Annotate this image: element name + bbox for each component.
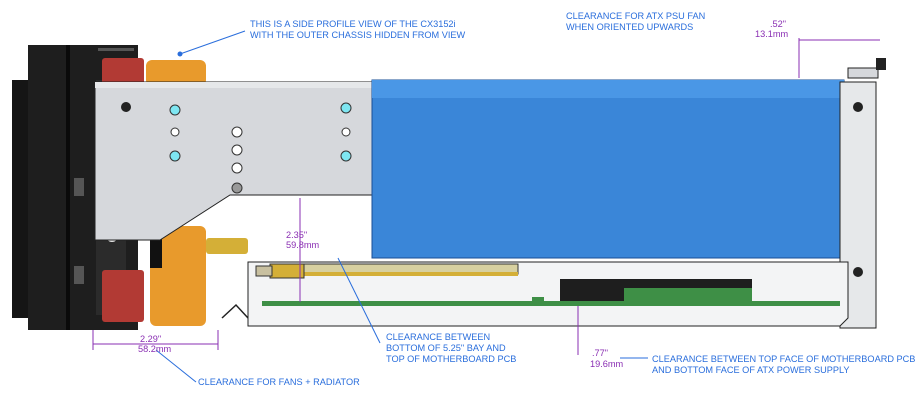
bay-plate-edge: [95, 82, 418, 88]
leader-side-view: [179, 30, 246, 55]
psu-body: [371, 79, 845, 259]
hose-nozzle: [150, 232, 162, 268]
card-latch: [255, 265, 273, 277]
right-bracket-screw-bottom: [853, 267, 863, 277]
tray-outline: [247, 261, 849, 327]
note-psu-fan-1: CLEARANCE FOR ATX PSU FAN: [566, 11, 705, 21]
bay-hole-a4: [231, 182, 243, 194]
annotation-text: THIS IS A SIDE PROFILE VIEW OF THE CX315…: [138, 11, 915, 387]
right-bracket-body: [839, 81, 877, 329]
dim-mb-in: .77": [592, 348, 608, 358]
bay-slot-4: [340, 102, 352, 114]
drive-bay-bracket: [94, 81, 428, 241]
radiator-end-cap-top: [102, 58, 144, 86]
right-chassis-bracket: [839, 58, 886, 329]
psu-highlight: [372, 80, 844, 98]
atx-power-supply: [371, 79, 845, 259]
note-side-view-2: WITH THE OUTER CHASSIS HIDDEN FROM VIEW: [250, 30, 466, 40]
motherboard-pcb: [262, 301, 840, 306]
card-connector: [269, 263, 305, 279]
bay-hole-a3: [231, 162, 243, 174]
bay-plate: [94, 81, 419, 241]
radiator-and-pump: [98, 48, 248, 326]
expansion-card-gold: [304, 272, 518, 276]
note-fans: CLEARANCE FOR FANS + RADIATOR: [198, 377, 360, 387]
bay-slot-3: [169, 150, 181, 162]
atx-connector-green: [624, 288, 752, 301]
note-side-view-1: THIS IS A SIDE PROFILE VIEW OF THE CX315…: [250, 19, 456, 29]
dim-mb-mm: 19.6mm: [590, 359, 624, 369]
radiator-end-cap-bottom: [102, 270, 144, 322]
note-bay-1: CLEARANCE BETWEEN: [386, 332, 490, 342]
fan-divider: [66, 45, 70, 330]
dimension-lines: [92, 38, 880, 355]
leader-bay: [337, 257, 381, 344]
pump-bottom: [150, 226, 206, 326]
note-motherboard-1: CLEARANCE BETWEEN TOP FACE OF MOTHERBOAR…: [652, 354, 915, 364]
right-bracket-screw-top: [853, 102, 863, 112]
fan-clip-2: [74, 266, 84, 284]
callout-leaders: [155, 30, 648, 383]
fan-clip-1: [74, 178, 84, 196]
bay-hole-a2: [231, 144, 243, 156]
note-bay-2: BOTTOM OF 5.25" BAY AND: [386, 343, 506, 353]
dim-bay-mm: 59.8mm: [286, 240, 320, 250]
dim-psu-fan-mm: 13.1mm: [755, 29, 789, 39]
tray-bend-left: [221, 303, 249, 319]
note-motherboard-2: AND BOTTOM FACE OF ATX POWER SUPPLY: [652, 365, 850, 375]
note-bay-3: TOP OF MOTHERBOARD PCB: [386, 354, 516, 364]
bay-slot-1: [169, 104, 181, 116]
right-bracket-tab: [847, 67, 879, 79]
right-bracket-nut: [876, 58, 886, 70]
leader-side-view-dot: [177, 51, 183, 57]
bay-slot-5: [341, 127, 351, 137]
bay-hole-a1: [231, 126, 243, 138]
leader-fans: [155, 349, 197, 383]
dim-psu-fan-in: .52": [770, 19, 786, 29]
motherboard-tray: [221, 261, 849, 327]
dim-fans-mm: 58.2mm: [138, 344, 172, 354]
dim-fans-in: 2.29": [140, 334, 161, 344]
bay-screw: [121, 102, 131, 112]
dim-bay-in: 2.35": [286, 230, 307, 240]
hose-fitting: [206, 238, 248, 254]
bay-slot-6: [340, 150, 352, 162]
pump-top: [146, 60, 206, 86]
note-psu-fan-2: WHEN ORIENTED UPWARDS: [566, 22, 693, 32]
tube-wire-1: [98, 48, 134, 51]
bay-slot-2: [170, 127, 180, 137]
small-component-1: [532, 297, 544, 302]
